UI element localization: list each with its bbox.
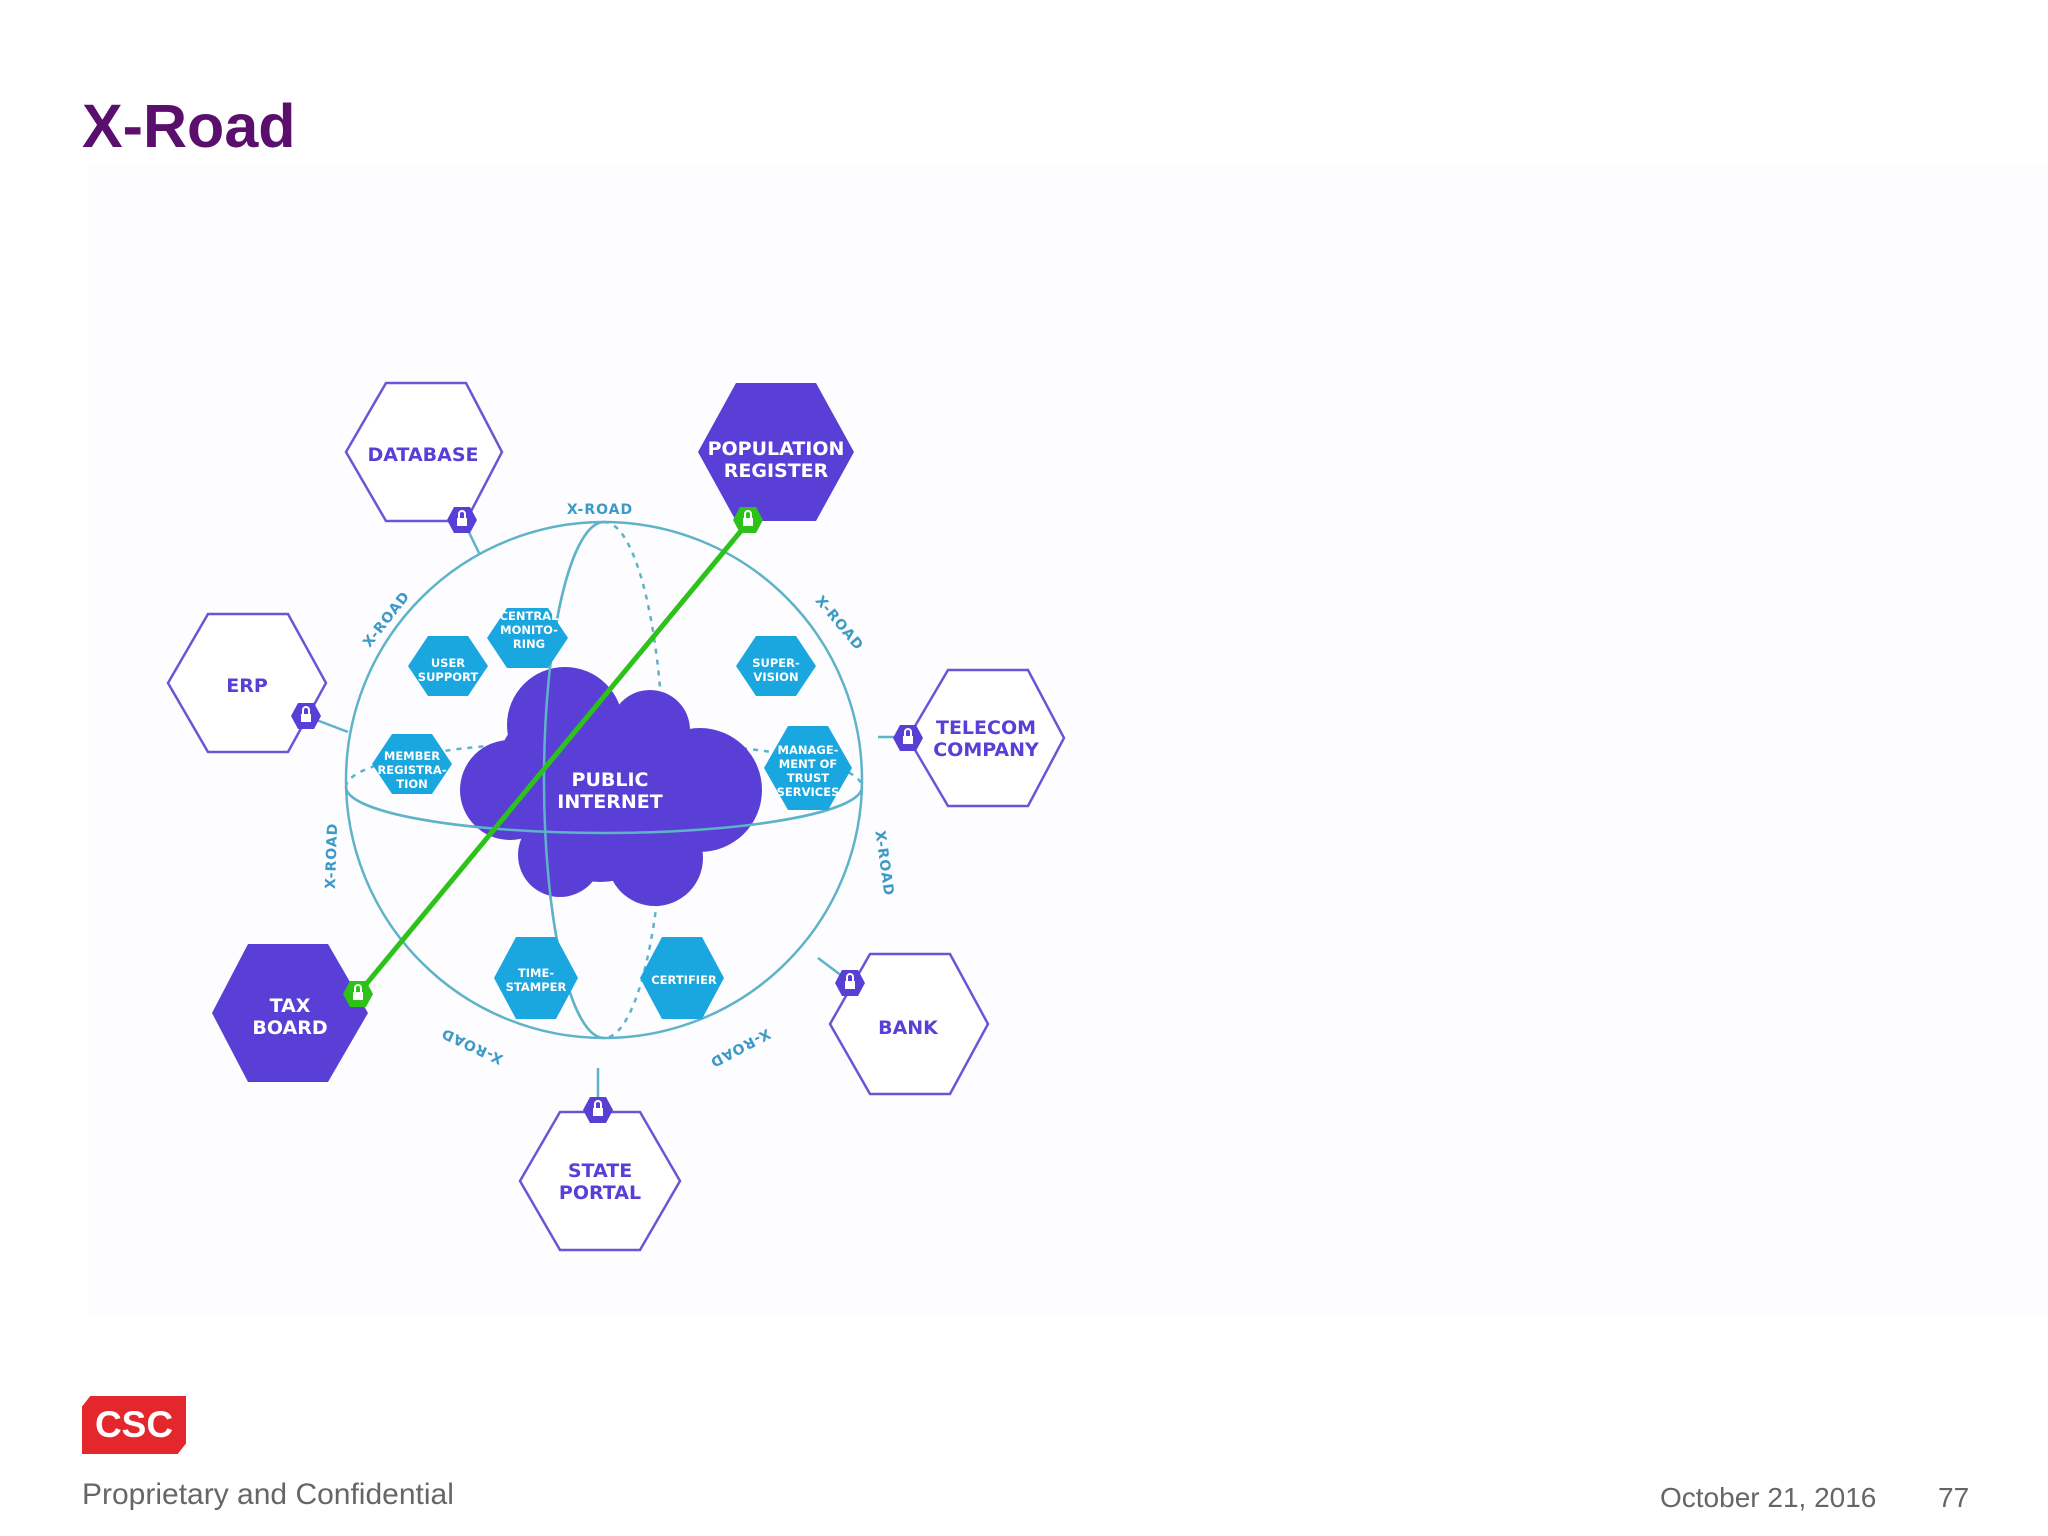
globe-equator-overlay — [344, 786, 864, 835]
svg-text:MONITO-: MONITO- — [500, 623, 558, 637]
svg-text:TAX: TAX — [270, 995, 311, 1017]
slide-date: October 21, 2016 — [1660, 1482, 1877, 1513]
globe-meridian-overlay — [542, 520, 605, 1040]
outer-hex-tax-board: TAX BOARD — [212, 944, 368, 1082]
cloud-label-line-1: PUBLIC — [572, 769, 649, 791]
svg-text:TION: TION — [396, 777, 428, 791]
svg-text:TRUST: TRUST — [787, 771, 829, 785]
inner-hex-user-support: USER SUPPORT — [408, 636, 488, 696]
page-number: 77 — [1938, 1482, 1970, 1513]
svg-text:SUPER-: SUPER- — [752, 656, 800, 670]
cloud-label-line-2: INTERNET — [557, 791, 662, 813]
lock-badges — [291, 507, 923, 1123]
x-road-label: X-ROAD — [323, 822, 341, 889]
svg-text:BANK: BANK — [878, 1017, 939, 1039]
lock-icon — [291, 703, 321, 729]
outer-hex-database: DATABASE — [344, 381, 504, 523]
svg-text:STAMPER: STAMPER — [506, 980, 567, 994]
lock-icon — [835, 970, 865, 996]
csc-logo: CSC — [82, 1396, 186, 1454]
inner-hex-management-of-trust-services: MANAGE- MENT OF TRUST SERVICES — [764, 726, 852, 810]
svg-text:CERTIFIER: CERTIFIER — [651, 973, 717, 987]
csc-logo-text: CSC — [94, 1404, 174, 1445]
svg-text:MEMBER: MEMBER — [384, 749, 440, 763]
outer-hex-bank: BANK — [828, 952, 990, 1096]
lock-icon — [733, 507, 763, 533]
svg-text:SERVICES: SERVICES — [777, 785, 840, 799]
svg-text:POPULATION: POPULATION — [708, 438, 845, 460]
svg-text:REGISTER: REGISTER — [724, 460, 829, 482]
svg-text:PORTAL: PORTAL — [559, 1182, 641, 1204]
inner-hex-time-stamper: TIME- STAMPER — [494, 937, 578, 1019]
inner-hex-central-monitoring: CENTRAL MONITO- RING — [487, 608, 568, 668]
public-internet-cloud: PUBLIC INTERNET — [460, 667, 762, 906]
outer-hex-state-portal: STATE PORTAL — [518, 1110, 682, 1252]
secure-link-line — [356, 518, 752, 996]
inner-hex-certifier: CERTIFIER — [640, 937, 724, 1019]
inner-hex-supervision: SUPER- VISION — [736, 636, 816, 696]
slide-title: X-Road — [82, 92, 296, 160]
svg-text:VISION: VISION — [753, 670, 798, 684]
svg-text:SUPPORT: SUPPORT — [418, 670, 479, 684]
outer-hex-population-register: POPULATION REGISTER — [698, 383, 854, 521]
svg-text:CENTRAL: CENTRAL — [500, 609, 560, 623]
svg-text:STATE: STATE — [568, 1160, 632, 1182]
x-road-label: X-ROAD — [439, 1024, 506, 1066]
svg-text:RING: RING — [513, 637, 545, 651]
svg-text:REGISTRA-: REGISTRA- — [377, 763, 446, 777]
svg-text:MENT OF: MENT OF — [779, 757, 837, 771]
outer-nodes: DATABASE POPULATION REGISTER ERP TELECOM… — [166, 381, 1066, 1252]
svg-text:TELECOM: TELECOM — [936, 717, 1036, 739]
lock-icon — [893, 725, 923, 751]
confidentiality-notice: Proprietary and Confidential — [82, 1478, 454, 1511]
lock-icon — [447, 507, 477, 533]
x-road-label: X-ROAD — [871, 830, 896, 898]
inner-services: CENTRAL MONITO- RING USER SUPPORT MEMBER… — [372, 608, 852, 1019]
x-road-label: X-ROAD — [812, 593, 867, 654]
svg-text:DATABASE: DATABASE — [367, 444, 478, 466]
x-road-label: X-ROAD — [567, 502, 633, 518]
outer-hex-telecom-company: TELECOM COMPANY — [906, 668, 1066, 808]
x-road-label: X-ROAD — [707, 1025, 773, 1070]
outer-hex-erp: ERP — [166, 612, 328, 754]
svg-text:USER: USER — [431, 656, 465, 670]
svg-text:ERP: ERP — [226, 675, 268, 697]
svg-text:BOARD: BOARD — [252, 1017, 327, 1039]
svg-text:COMPANY: COMPANY — [933, 739, 1039, 761]
inner-hex-member-registration: MEMBER REGISTRA- TION — [372, 734, 452, 794]
lock-icon — [343, 981, 373, 1007]
lock-icon — [583, 1097, 613, 1123]
svg-text:MANAGE-: MANAGE- — [778, 743, 839, 757]
svg-text:TIME-: TIME- — [518, 966, 554, 980]
